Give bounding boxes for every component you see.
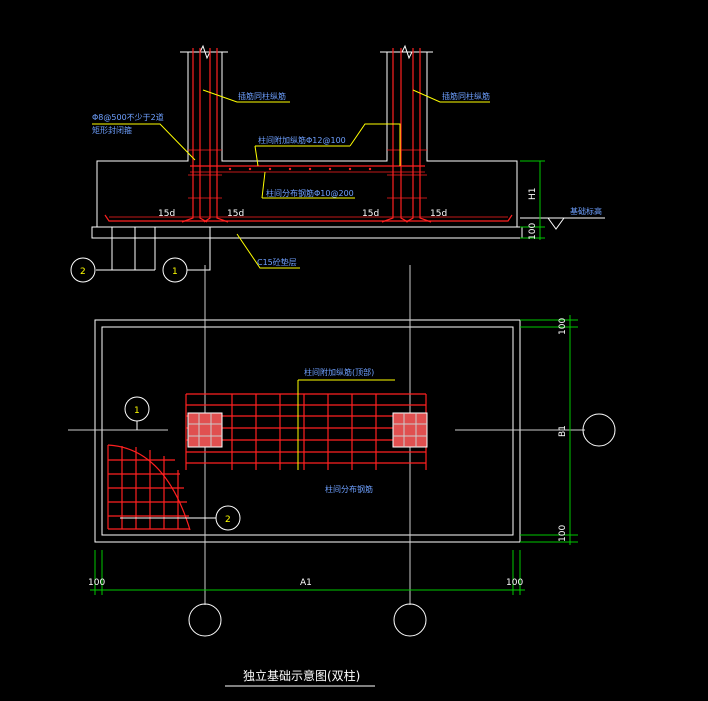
plan-dim-right-100: 100 xyxy=(506,578,523,588)
plan-dim-b1: B1 xyxy=(558,425,568,437)
dim-h1-label: H1 xyxy=(528,188,538,201)
axis-bubble-row xyxy=(582,413,616,447)
anchor-label-3: 15d xyxy=(362,209,379,219)
plan-dim-a1: A1 xyxy=(300,578,312,588)
right-col-rebar-label: 插筋同柱纵筋 xyxy=(442,91,490,101)
callout-2-leader xyxy=(96,227,113,271)
section-view: 基础标高 xyxy=(70,44,605,283)
column-left xyxy=(187,412,223,448)
callout-1-leader xyxy=(187,227,211,271)
callout-2-label: 2 xyxy=(80,267,86,277)
left-col-rebar-label: 插筋同柱纵筋 xyxy=(238,91,286,101)
cushion-label: C15砼垫层 xyxy=(257,257,297,267)
plan-dist-rebar-label: 柱间分布钢筋 xyxy=(325,484,373,494)
dim-100-label: 100 xyxy=(528,223,538,240)
callout-2-circle xyxy=(70,257,96,283)
cushion-layer xyxy=(91,226,523,239)
stirrup-label-2: 矩形封闭箍 xyxy=(92,125,132,135)
plan-add-rebar-label: 柱间附加纵筋(顶部) xyxy=(304,367,374,377)
axis-bubble-col-left xyxy=(188,603,222,637)
top-rebar-leader xyxy=(254,145,259,167)
footing-section-outline xyxy=(96,51,518,227)
anchor-label-1: 15d xyxy=(158,209,175,219)
plan-dim-top-100: 100 xyxy=(558,318,568,335)
left-column-break-mark xyxy=(180,44,228,60)
base-elevation-triangle xyxy=(547,217,565,230)
plan-callout-1-label: 1 xyxy=(134,406,140,416)
base-elevation-label: 基础标高 xyxy=(570,206,602,216)
left-column-rebars xyxy=(181,48,229,223)
stirrup-label-1: Φ8@500不少于2道 xyxy=(92,112,164,122)
plan-dim-bot-100: 100 xyxy=(558,525,568,542)
callout-1-label: 1 xyxy=(172,267,178,277)
plan-outer-outline xyxy=(94,319,521,543)
plan-rebar-mesh xyxy=(185,393,427,470)
plan-view: 柱间附加纵筋(顶部) 柱间分布钢筋 1 2 100 B1 100 100 A1 … xyxy=(68,265,616,637)
plan-callout-2-label: 2 xyxy=(225,515,231,525)
right-column-rebars xyxy=(381,48,432,223)
bottom-rebar xyxy=(104,214,513,222)
top-rebar-leader-r xyxy=(349,123,401,166)
anchor-label-4: 15d xyxy=(430,209,447,219)
plan-dim-left-100: 100 xyxy=(88,578,105,588)
dist-rebar-label: 柱间分布钢筋Φ10@200 xyxy=(266,188,354,198)
top-rebar-label: 柱间附加纵筋Φ12@100 xyxy=(258,135,346,145)
anchor-label-2: 15d xyxy=(227,209,244,219)
left-col-rebar-leader xyxy=(202,89,290,103)
top-rebar-dots xyxy=(228,167,372,171)
stirrup-leader xyxy=(92,123,196,161)
corner-rebar-mesh xyxy=(107,444,191,531)
axis-bubble-col-right xyxy=(393,603,427,637)
callout-1-circle xyxy=(162,257,188,283)
right-column-break-mark xyxy=(380,44,433,60)
dist-rebar-leader xyxy=(261,171,266,199)
column-right xyxy=(392,412,428,448)
plan-inner-outline xyxy=(101,326,514,536)
right-col-rebar-leader xyxy=(412,89,490,103)
cushion-leader xyxy=(236,233,300,269)
drawing-title: 独立基础示意图(双柱) xyxy=(243,668,360,683)
